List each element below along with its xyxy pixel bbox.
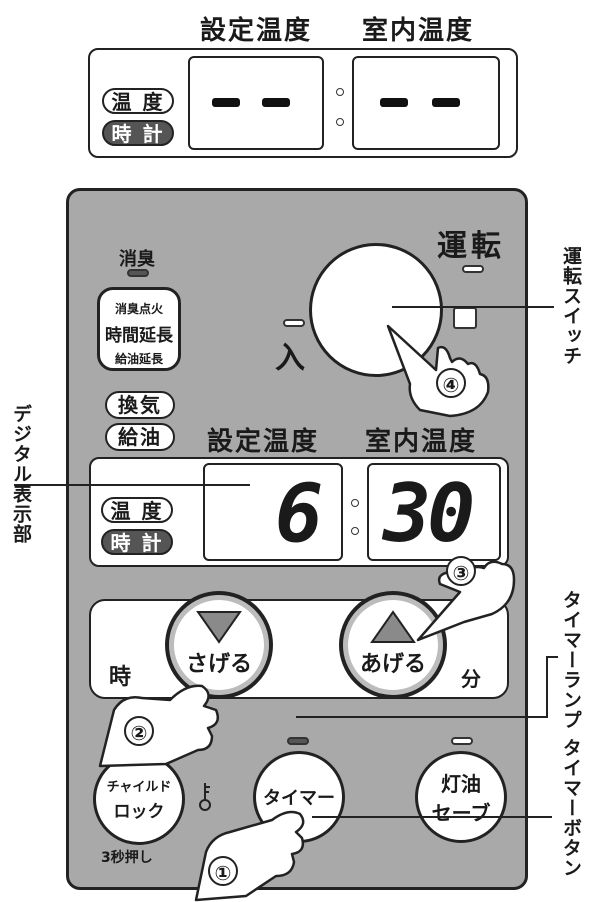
key-icon [199, 783, 211, 811]
minute-label: 分 [461, 667, 481, 691]
kerosene-line1: 灯油 [441, 772, 481, 796]
clock-button[interactable]: 時 計 [101, 529, 173, 555]
set-temp-value: 6 [274, 467, 323, 560]
timer-lamp-leader-v [546, 656, 548, 718]
down-label: さげる [185, 652, 252, 677]
run-lamp [462, 265, 484, 273]
hour-label: 時 [109, 665, 132, 690]
set-temp-header: 設定温度 [207, 427, 320, 457]
top-dash-3 [380, 98, 408, 107]
step-4-marker: ④ [436, 368, 466, 398]
timer-lamp-leader-h [296, 716, 548, 718]
deodor-lamp [127, 269, 149, 277]
child-lock-button[interactable]: チャイルド ロック [93, 753, 185, 845]
hand-icon-1 [194, 810, 305, 902]
ignite-line3: 給油延長 [114, 352, 163, 366]
down-button[interactable]: さげる [165, 591, 273, 699]
kerosene-line2: セーブ [431, 801, 491, 825]
digital-display: 温 度 時 計 6 30 [89, 457, 509, 567]
step-2-marker: ② [124, 716, 154, 746]
refuel-button[interactable]: 給油 [105, 423, 175, 451]
run-switch-callout: 運転スイッチ [560, 246, 582, 366]
hand-icon-4 [386, 324, 490, 418]
digital-display-callout: デジタル表示部 [10, 404, 32, 544]
top-clock-button[interactable]: 時 計 [102, 120, 174, 146]
top-colon-lower [336, 118, 344, 126]
ignite-line2: 時間延長 [105, 326, 173, 346]
hand-icon-2 [98, 684, 219, 768]
deodor-label: 消臭 [119, 249, 155, 270]
top-display-panel: 温 度 時 計 [88, 48, 518, 158]
top-dash-1 [212, 98, 240, 107]
top-colon-upper [336, 88, 344, 96]
timer-button-leader [312, 816, 552, 818]
up-label: あげる [359, 652, 426, 677]
timer-lamp-callout: タイマーランプ [560, 590, 582, 730]
ignite-line1: 消臭点火 [114, 302, 163, 316]
colon-upper [351, 499, 359, 507]
step-1-marker: ① [208, 856, 238, 886]
kerosene-save-button[interactable]: 灯油 セーブ [415, 751, 507, 843]
step-3-marker: ③ [446, 556, 476, 586]
temp-button[interactable]: 温 度 [101, 497, 173, 523]
hand-icon-3 [416, 560, 516, 642]
triangle-up-icon [370, 610, 416, 643]
timer-lamp-leader-top [546, 656, 558, 658]
triangle-down-icon [196, 611, 242, 644]
run-switch[interactable] [309, 243, 443, 377]
child-lock-line2: ロック [113, 802, 165, 822]
timer-button-callout: タイマーボタン [560, 738, 582, 878]
in-lamp [283, 319, 305, 327]
top-room-temp-header: 室内温度 [362, 16, 475, 46]
kerosene-lamp [451, 737, 473, 745]
digital-display-leader [14, 484, 250, 486]
top-dash-4 [432, 98, 460, 107]
room-temp-value: 30 [383, 467, 475, 560]
child-lock-line1: チャイルド [106, 780, 172, 795]
ventilate-button[interactable]: 換気 [105, 391, 175, 419]
off-lamp [453, 307, 477, 329]
in-label: 入 [275, 341, 305, 376]
hold-3sec-label: 3秒押し [101, 850, 153, 866]
room-temp-header: 室内温度 [365, 427, 478, 457]
top-dash-2 [262, 98, 290, 107]
timer-button-label: タイマー [263, 788, 335, 809]
top-set-temp-display [188, 56, 324, 150]
colon-lower [351, 527, 359, 535]
set-temp-display: 6 [203, 463, 343, 561]
top-room-temp-display [352, 56, 500, 150]
timer-lamp [287, 737, 309, 745]
ignite-extend-button[interactable]: 消臭点火 時間延長 給油延長 [97, 287, 181, 371]
top-set-temp-header: 設定温度 [200, 16, 313, 46]
control-panel: 運転 消臭 消臭点火 時間延長 給油延長 入 換気 給油 設定温度 室内温度 温… [66, 188, 528, 890]
top-temp-button[interactable]: 温 度 [102, 88, 174, 114]
run-switch-leader [392, 306, 554, 308]
run-label: 運転 [437, 229, 505, 264]
room-temp-display: 30 [367, 463, 501, 561]
up-button[interactable]: あげる [339, 591, 447, 699]
